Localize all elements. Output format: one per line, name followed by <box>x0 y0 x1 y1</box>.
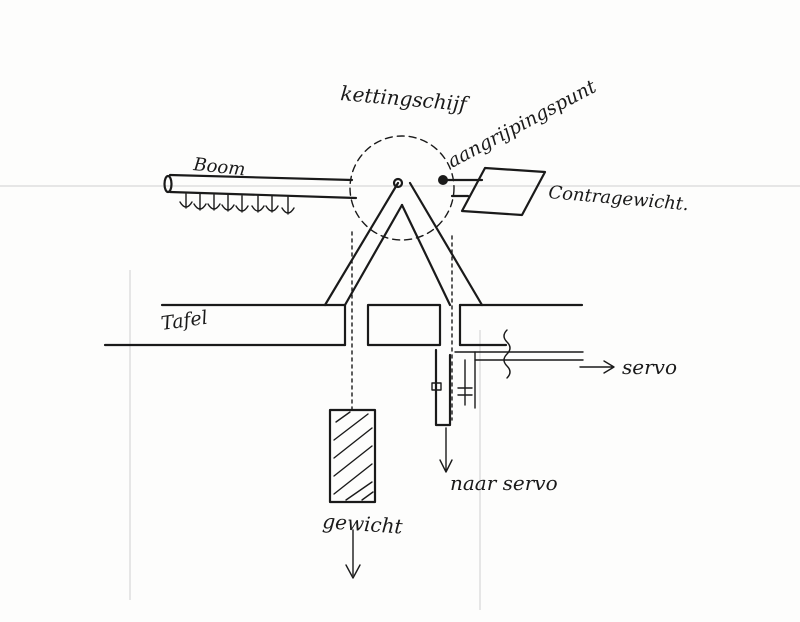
servo-right-arrow <box>579 360 615 374</box>
boom-hooks <box>179 193 295 215</box>
weight-arrow <box>345 529 361 579</box>
label-servo-right: servo <box>622 355 677 379</box>
counterweight-block <box>460 166 547 217</box>
paper-texture <box>0 185 800 610</box>
naar-servo-arrow <box>439 427 453 473</box>
label-gewicht: gewicht <box>322 509 405 539</box>
label-aangrijpingspunt: aangrijpingspunt <box>444 75 600 172</box>
label-tafel: Tafel <box>160 307 209 335</box>
label-contragewicht: Contragewicht. <box>548 182 690 215</box>
weight-block <box>328 408 377 504</box>
a-frame <box>323 181 484 307</box>
table <box>103 303 584 347</box>
pivot-point <box>392 177 404 189</box>
label-kettingschijf: kettingschijf <box>340 81 472 116</box>
servo-linkage <box>431 329 584 427</box>
label-naar-servo: naar servo <box>450 471 558 495</box>
boom-arm <box>163 173 358 215</box>
chain-wheel <box>349 135 455 241</box>
